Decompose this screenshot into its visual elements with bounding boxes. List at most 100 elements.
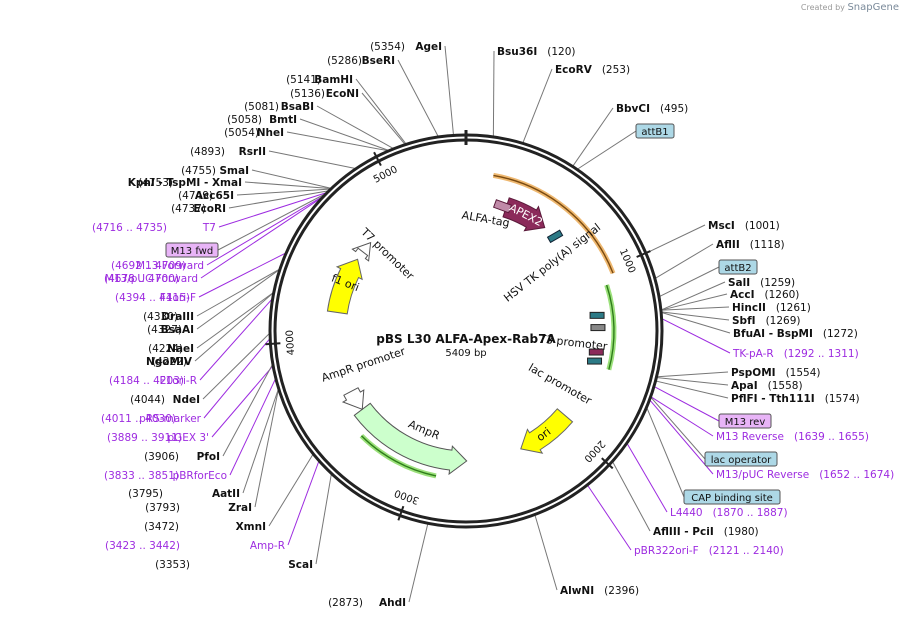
label-callout-line [661, 281, 726, 311]
label-position: (1870 .. 1887) [713, 507, 788, 519]
feature-box-label: CAP binding site [691, 493, 773, 504]
label-name: pRS-marker [139, 413, 202, 425]
feature-box-callout [646, 408, 685, 498]
label-position: (3423 .. 3442) [105, 540, 180, 552]
label-name: BsaAI [161, 324, 194, 336]
label-position: (4755) [181, 165, 216, 177]
label-draiii: DraIII(4330) [143, 311, 194, 323]
label-m13-reverse: M13 Reverse(1639 .. 1655) [716, 431, 869, 443]
small-feature-block [588, 348, 604, 356]
label-name: L4440 [670, 507, 703, 519]
label-position: (4893) [190, 146, 225, 158]
label-bbvci: BbvCI(495) [616, 103, 688, 115]
label-callout-line [662, 311, 730, 321]
label-bamhi: BamHI(5141) [286, 74, 353, 86]
label-position: (5136) [290, 88, 325, 100]
label-position: (4753) [138, 177, 173, 189]
label-pgex-3: pGEX 3'(3889 .. 3911) [107, 432, 209, 444]
plasmid-name: pBS L30 ALFA-Apex-Rab7A [376, 332, 556, 346]
label-callout-line [492, 50, 495, 136]
label-pbrforeco: pBRforEco(3833 .. 3851) [104, 470, 227, 482]
label-position: (4692 .. 4709) [111, 260, 186, 272]
ampr-promoter-arrow [341, 387, 365, 411]
label-callout-line [202, 333, 270, 400]
label-name: KpnI - TspMI - XmaI [128, 177, 242, 189]
label-name: NheI [257, 127, 284, 139]
label-sbfi: SbfI(1269) [732, 315, 800, 327]
label-pspomi: PspOMI(1554) [731, 367, 820, 379]
label-callout-line [397, 59, 439, 137]
label-callout-line [655, 243, 714, 279]
snapgene-brand: Created by SnapGene [801, 2, 899, 13]
label-name: EcoRV [555, 64, 593, 76]
feature-box-callout [577, 130, 637, 170]
label-zrai: ZraI(3793) [145, 502, 252, 514]
label-callout-line [229, 379, 276, 476]
label-name: AflII [716, 239, 740, 251]
label-alwni: AlwNI(2396) [560, 585, 639, 597]
label-apai: ApaI(1558) [731, 380, 803, 392]
label-position: (1652 .. 1674) [819, 469, 894, 481]
label-position: (2121 .. 2140) [709, 545, 784, 557]
label-pflfi-tth111i: PflFI - Tth111I(1574) [731, 393, 860, 405]
label-name: BmtI [269, 114, 297, 126]
label-callout-line [251, 169, 331, 189]
label-callout-line [218, 192, 326, 228]
label-callout-line [572, 107, 614, 166]
tick-mark [636, 250, 651, 258]
label-position: (1272) [823, 328, 858, 340]
label-position: (5141) [286, 74, 321, 86]
label-acc65i: Acc65I(4749) [178, 190, 234, 202]
label-callout-line [534, 515, 558, 591]
label-callout-line [287, 461, 320, 546]
label-callout-line [651, 396, 714, 437]
label-callout-line [587, 485, 632, 551]
features [326, 172, 617, 479]
m13-fwd-label: M13 fwd [171, 246, 213, 257]
label-name: T7 [202, 222, 216, 234]
small-feature-block [587, 357, 603, 365]
label-name: SmaI [220, 165, 250, 177]
label-position: (5354) [370, 41, 405, 53]
feature-box-callout [659, 266, 720, 297]
label-callout-line [196, 292, 274, 349]
label-name: HincII [732, 302, 766, 314]
small-feature-block [590, 324, 606, 332]
ampr-arrow [353, 402, 468, 476]
label-callout-line [206, 196, 322, 266]
label-bseri: BseRI(5286) [327, 55, 395, 67]
label-position: (1259) [760, 277, 795, 289]
label-name: MscI [708, 220, 735, 232]
label-ecori: EcoRI(4737) [171, 203, 226, 215]
feature-box-label: lac operator [711, 455, 772, 466]
label-bfuai-bspmi: BfuAI - BspMI(1272) [733, 328, 858, 340]
label-callout-line [196, 269, 279, 330]
label-position: (253) [602, 64, 630, 76]
label-name: BsaBI [281, 101, 314, 113]
label-bsaai: BsaAI(4327) [147, 324, 194, 336]
label-position: (3889 .. 3911) [107, 432, 182, 444]
label-callout-line [198, 253, 286, 298]
label-position: (5286) [327, 55, 362, 67]
label-position: (3795) [128, 488, 163, 500]
label-amp-r: Amp-R(3423 .. 3442) [105, 540, 285, 552]
label-callout-line [199, 299, 272, 381]
label-name: Bsu36I [497, 46, 537, 58]
label-name: AccI [730, 289, 754, 301]
label-name: NdeI [173, 394, 200, 406]
label-position: (4749) [178, 190, 213, 202]
label-name: EcoRI [193, 203, 226, 215]
label-name: M13 Forward [136, 260, 204, 272]
label-sali: SalI(1259) [728, 277, 795, 289]
label-ecorv: EcoRV (253) [555, 64, 630, 76]
feature-box-m13-rev [718, 413, 772, 429]
feature-box-callout [650, 397, 706, 460]
label-callout-line [286, 131, 388, 152]
orange-cds-band-core [493, 174, 614, 274]
feature-box-callout [654, 386, 720, 422]
label-name: NgoMIV [146, 356, 193, 368]
label-name: NaeI [167, 343, 194, 355]
label-position: (2873) [328, 597, 363, 609]
